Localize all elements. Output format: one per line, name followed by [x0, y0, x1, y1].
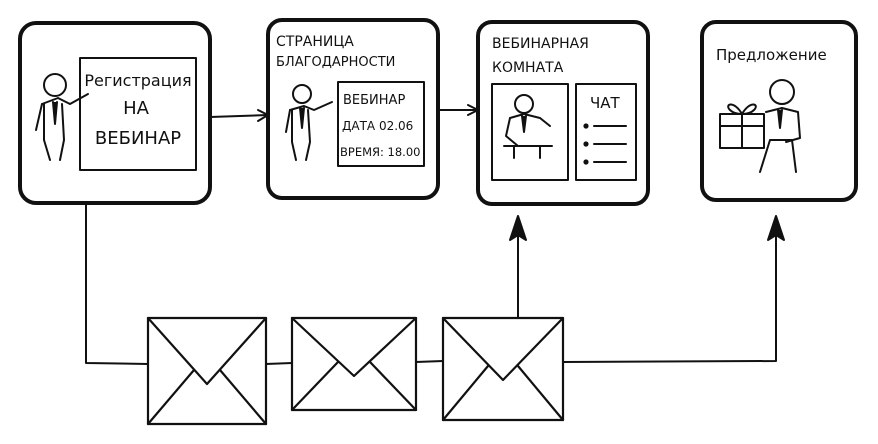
- envelope-icon: [441, 316, 565, 422]
- speaker-icon: [503, 94, 553, 159]
- envelope-1: [146, 316, 268, 426]
- offer-title: Предложение: [716, 46, 827, 64]
- registration-board: [79, 57, 197, 171]
- room-card: [476, 20, 650, 206]
- chat-messages: [583, 123, 627, 165]
- person-icon: [759, 79, 801, 173]
- thanks-title1: СТРАНИЦА: [276, 34, 354, 50]
- connector-envelope2-to-envelope3: [415, 360, 444, 363]
- room-title2: КОМНАТА: [492, 60, 564, 76]
- thanks-title2: БЛАГОДАРНОСТИ: [276, 55, 395, 70]
- connector-envelope3-to-offer: [562, 229, 777, 363]
- registration-line1: Регистрация: [84, 71, 191, 90]
- step-thanks-page: СТРАНИЦА БЛАГОДАРНОСТИ ВЕБИНАР ДАТА 02.0…: [266, 18, 440, 200]
- chat-panel: [575, 83, 637, 181]
- thanks-card: [266, 18, 440, 200]
- registration-line2: НА: [123, 98, 150, 119]
- envelope-2: [290, 316, 418, 412]
- envelope-icon: [290, 316, 418, 412]
- registration-card: [18, 21, 212, 205]
- step-registration: Регистрация НА ВЕБИНАР: [18, 21, 212, 205]
- gift-box-icon: [719, 103, 765, 149]
- connector-registration-to-thanks: [209, 114, 269, 118]
- connector-envelope1-to-envelope2: [265, 362, 293, 365]
- presenter-icon: [35, 73, 89, 161]
- arrow-head-icon: [509, 215, 527, 241]
- video-frame: [491, 83, 569, 181]
- presenter-icon: [285, 84, 333, 161]
- envelope-icon: [146, 316, 268, 426]
- arrow-head-icon: [767, 215, 785, 241]
- thanks-board-line2: ДАТА 02.06: [342, 119, 413, 133]
- connectors: [85, 104, 777, 365]
- envelope-3: [441, 316, 565, 422]
- registration-line3: ВЕБИНАР: [95, 128, 181, 149]
- room-title1: ВЕБИНАРНАЯ: [492, 36, 589, 52]
- chat-title: ЧАТ: [590, 94, 621, 112]
- step-offer: Предложение: [700, 20, 858, 202]
- connector-registration-down: [85, 203, 149, 365]
- thanks-board-line3: ВРЕМЯ: 18.00: [340, 145, 420, 159]
- thanks-board-line1: ВЕБИНАР: [343, 93, 405, 108]
- step-webinar-room: ВЕБИНАРНАЯ КОМНАТА ЧАТ: [476, 20, 650, 206]
- up-arrows: [509, 215, 785, 241]
- thanks-board: [337, 81, 425, 167]
